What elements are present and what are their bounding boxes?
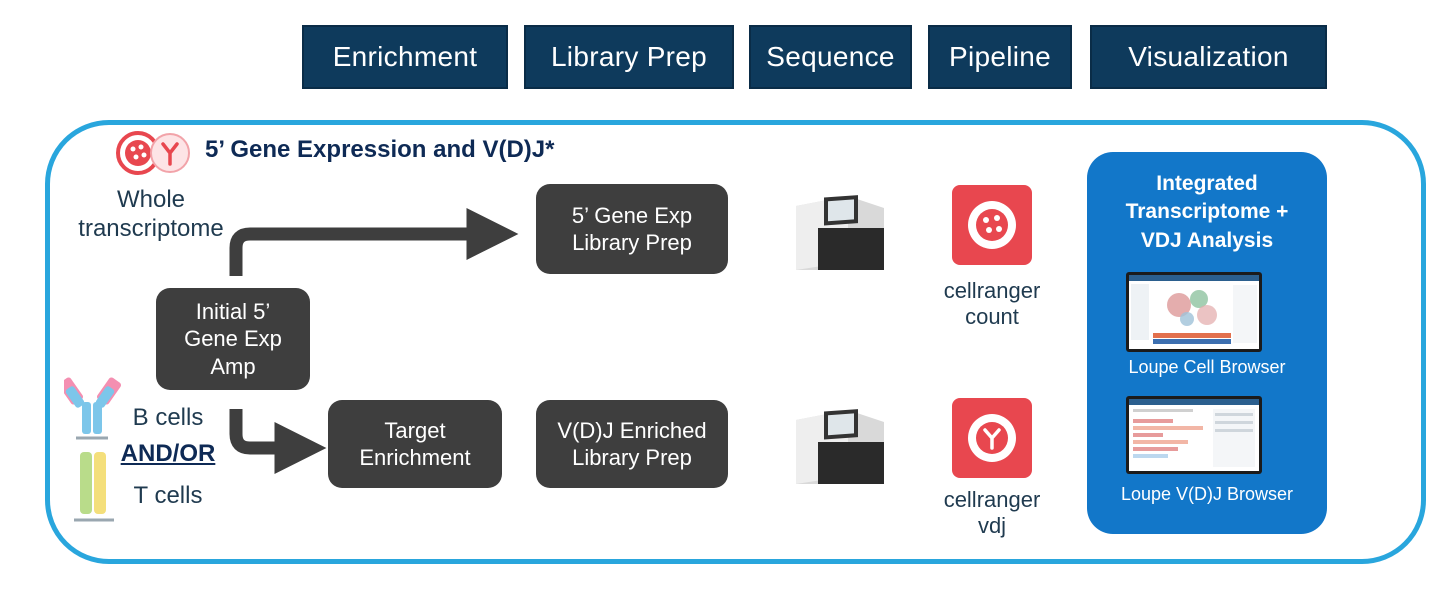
tab-sequence[interactable]: Sequence: [749, 25, 912, 89]
cellranger-count-label: cellranger count: [943, 278, 1041, 330]
workflow-frame: [45, 120, 1426, 564]
loupe-cell-browser-label: Loupe Cell Browser: [1128, 357, 1286, 377]
arrow-to-gene-exp-lib: [229, 208, 519, 276]
arrow-to-target-enrichment: [229, 409, 327, 474]
t-cell-receptor-icon: [74, 452, 114, 522]
b-cells-label: B cells: [132, 404, 204, 431]
tab-visualization[interactable]: Visualization: [1090, 25, 1327, 89]
tab-library-prep[interactable]: Library Prep: [524, 25, 734, 89]
gene-expression-vdj-icon: [116, 131, 190, 175]
sequencer-icon: [796, 409, 884, 484]
cellranger-vdj-label: cellranger vdj: [943, 487, 1041, 539]
visualization-title: Integrated Transcriptome + VDJ Analysis: [1125, 172, 1289, 252]
loupe-vdj-browser-label: Loupe V(D)J Browser: [1120, 484, 1294, 504]
cellranger-count-icon[interactable]: [952, 185, 1032, 265]
loupe-vdj-browser-screenshot[interactable]: [1126, 396, 1262, 474]
and-or-label: AND/OR: [120, 440, 216, 467]
whole-transcriptome-label: Whole transcriptome: [78, 186, 224, 242]
sequencer-icon: [796, 195, 884, 270]
loupe-cell-browser-screenshot[interactable]: [1126, 272, 1262, 352]
b-cell-receptor-icon: [64, 377, 122, 440]
tab-enrichment[interactable]: Enrichment: [302, 25, 508, 89]
page-title: 5’ Gene Expression and V(D)J*: [205, 136, 555, 163]
cellranger-vdj-icon[interactable]: [952, 398, 1032, 478]
t-cells-label: T cells: [133, 482, 203, 509]
tab-pipeline[interactable]: Pipeline: [928, 25, 1072, 89]
